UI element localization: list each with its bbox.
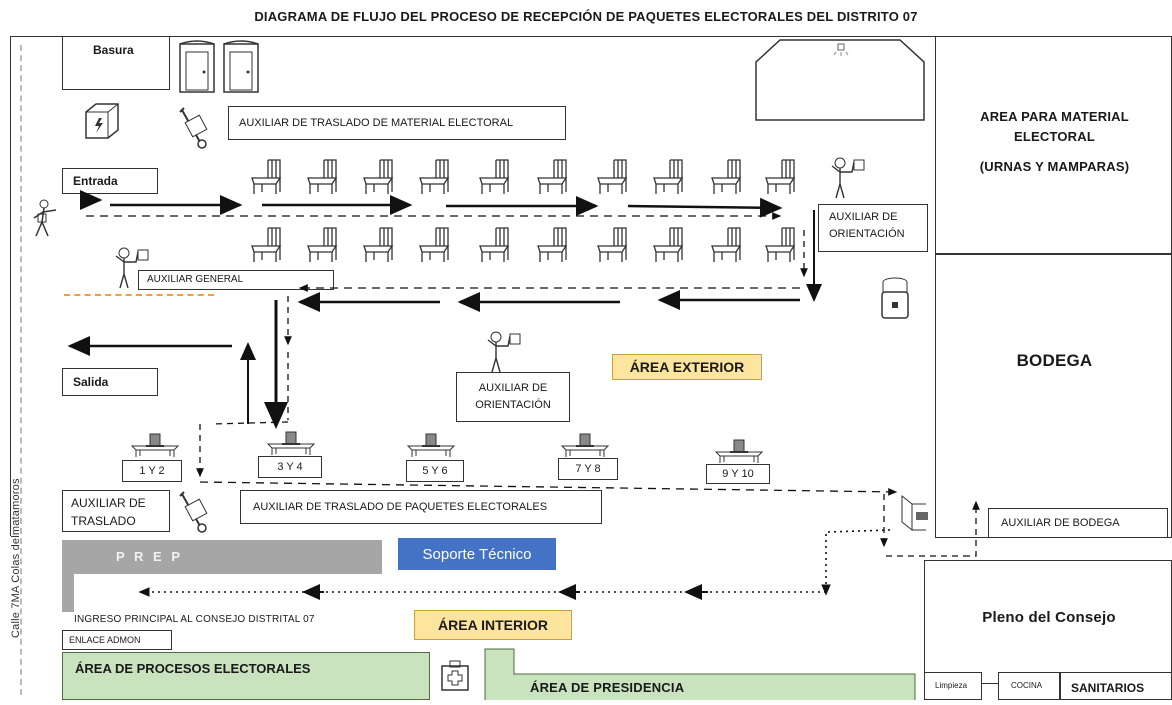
table-icon [262,426,320,456]
hand-truck-icon [178,106,214,150]
outer-wall [10,36,935,536]
ceiling-light-icon [832,42,850,60]
chair-icon [708,226,744,264]
chair-icon [360,158,396,196]
hand-truck-icon [178,490,214,534]
aux-bodega-label: AUXILIAR DE BODEGA [988,508,1168,538]
water-cooler-icon [876,276,914,320]
chair-icon [762,226,798,264]
chair-icon [304,226,340,264]
table-icon [556,428,614,458]
chair-icon [416,158,452,196]
chair-icon [534,226,570,264]
chair-icon [594,158,630,196]
chair-icon [360,226,396,264]
bodega-label: BODEGA [1016,351,1093,370]
chair-icon [708,158,744,196]
light-room [754,38,926,122]
aux-traslado-paquetes-label: AUXILIAR DE TRASLADO DE PAQUETES ELECTOR… [240,490,602,524]
area-material-line3: (URNAS Y MAMPARAS) [979,159,1130,174]
chair-icon [534,158,570,196]
enlace-label: ENLACE ADMON [62,630,172,650]
portable-toilet-icon [222,40,260,94]
aux-traslado: AUXILIAR DE TRASLADO [62,490,170,532]
pleno-room: Pleno del Consejo [924,560,1172,684]
first-aid-icon [440,656,470,692]
ingreso-label: INGRESO PRINCIPAL AL CONSEJO DISTRITAL 0… [74,614,315,625]
diagram-title: DIAGRAMA DE FLUJO DEL PROCESO DE RECEPCI… [254,8,918,24]
procesos-area: ÁREA DE PROCESOS ELECTORALES [62,652,430,700]
worker-icon [30,198,62,240]
table-icon [402,428,460,458]
table-label: 7 Y 8 [558,458,618,480]
aux-orientacion-top: AUXILIAR DE ORIENTACIÓN [818,204,928,252]
prep-wall [62,574,74,612]
chair-icon [248,158,284,196]
area-exterior-label: ÁREA EXTERIOR [612,354,762,380]
aux-general-label: AUXILIAR GENERAL [138,270,334,290]
table-label: 3 Y 4 [258,456,322,478]
basura-box: Basura [62,36,170,90]
table-icon [126,428,184,458]
chair-icon [476,226,512,264]
chair-icon [416,226,452,264]
prep-area: P R E P [62,540,382,574]
bodega-room: BODEGA [935,254,1172,538]
entrada-label: Entrada [62,168,158,194]
presidencia-area: ÁREA DE PRESIDENCIA [484,648,916,700]
chair-icon [650,226,686,264]
pleno-label: Pleno del Consejo [982,609,1116,626]
chair-icon [248,226,284,264]
prep-label: P R E P [116,549,184,564]
chair-icon [650,158,686,196]
chair-icon [476,158,512,196]
aux-traslado-material-label: AUXILIAR DE TRASLADO DE MATERIAL ELECTOR… [228,106,566,140]
cocina-room: COCINA [998,672,1060,700]
aux-orientacion-top-line1: AUXILIAR DE [829,211,898,223]
street-line [20,45,28,695]
presidencia-label: ÁREA DE PRESIDENCIA [530,680,685,695]
area-material-room: AREA PARA MATERIAL ELECTORAL (URNAS Y MA… [935,36,1172,254]
person-icon [484,330,524,374]
aux-orientacion-mid-line2: ORIENTACIÓN [475,399,551,411]
soporte-tecnico: Soporte Técnico [398,538,556,570]
chair-icon [594,226,630,264]
orange-dash-line [64,294,214,296]
chair-icon [762,158,798,196]
table-label: 9 Y 10 [706,464,770,484]
table-icon [710,434,768,464]
area-interior-label: ÁREA INTERIOR [414,610,572,640]
salida-label: Salida [62,368,158,396]
person-icon [112,246,152,290]
portable-toilet-icon [178,40,216,94]
aux-orientacion-mid: AUXILIAR DE ORIENTACIÓN [456,372,570,422]
door-icon [896,490,932,534]
aux-traslado-line2: TRASLADO [71,514,136,528]
area-material-line1: AREA PARA MATERIAL [980,109,1129,124]
person-icon [828,156,868,200]
table-label: 5 Y 6 [406,460,464,482]
electrical-panel-icon [82,100,122,140]
limpieza-room: Limpieza [924,672,982,700]
aux-traslado-line1: AUXILIAR DE [71,496,146,510]
aux-orientacion-top-line2: ORIENTACIÓN [829,228,905,240]
chair-icon [304,158,340,196]
aux-orientacion-mid-line1: AUXILIAR DE [478,382,548,394]
table-label: 1 Y 2 [122,460,182,482]
area-material-line2: ELECTORAL [1013,129,1095,144]
